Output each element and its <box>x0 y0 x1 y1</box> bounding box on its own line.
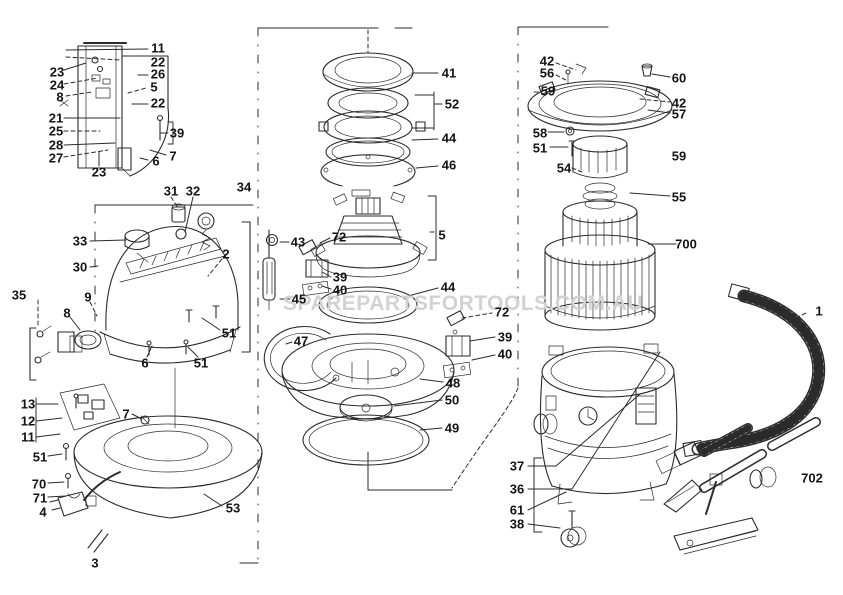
part-label-51: 51 <box>193 355 209 371</box>
part-label-44: 44 <box>441 130 457 146</box>
part-label-22: 22 <box>150 54 166 70</box>
part-label-44: 44 <box>440 279 456 295</box>
part-label-57: 57 <box>671 106 687 122</box>
part-label-9: 9 <box>84 289 92 305</box>
part-label-54: 54 <box>556 160 572 176</box>
part-label-6: 6 <box>141 355 149 371</box>
part-label-42: 42 <box>539 53 555 69</box>
part-label-70: 70 <box>31 476 47 492</box>
part-label-37: 37 <box>509 458 525 474</box>
part-label-32: 32 <box>185 183 201 199</box>
part-label-22: 22 <box>150 95 166 111</box>
part-label-24: 24 <box>49 77 65 93</box>
motor-head-leaders <box>37 196 223 429</box>
part-label-23: 23 <box>91 164 107 180</box>
part-label-5: 5 <box>150 79 158 95</box>
part-label-7: 7 <box>169 148 177 164</box>
part-label-30: 30 <box>72 259 88 275</box>
part-label-59: 59 <box>671 148 687 164</box>
part-label-11: 11 <box>151 40 165 56</box>
part-label-25: 25 <box>48 123 64 139</box>
part-label-33: 33 <box>72 233 88 249</box>
watermark: SPAREPARTSFORTOOLS.COM.AU <box>283 292 644 315</box>
filter-assembly-art <box>544 200 656 331</box>
part-label-38: 38 <box>509 516 525 532</box>
part-label-39: 39 <box>169 125 185 141</box>
part-label-52: 52 <box>444 96 460 112</box>
part-label-55: 55 <box>671 189 687 205</box>
mid-small-parts-art <box>262 229 472 392</box>
part-label-51: 51 <box>221 325 237 341</box>
lid-assembly-art <box>527 63 673 210</box>
part-label-3: 3 <box>91 555 99 571</box>
part-label-46: 46 <box>441 157 457 173</box>
part-label-13: 13 <box>20 396 36 412</box>
part-label-50: 50 <box>444 392 460 408</box>
part-label-43: 43 <box>290 234 306 250</box>
part-label-8: 8 <box>56 89 64 105</box>
base-assembly-leaders <box>35 397 223 507</box>
part-label-49: 49 <box>444 420 460 436</box>
part-label-23: 23 <box>49 64 65 80</box>
part-label-42: 42 <box>671 95 687 111</box>
tank-art <box>533 343 678 548</box>
part-label-51: 51 <box>532 140 548 156</box>
part-label-8: 8 <box>63 305 71 321</box>
part-label-36: 36 <box>509 481 525 497</box>
part-label-40: 40 <box>497 346 513 362</box>
part-label-26: 26 <box>150 66 166 82</box>
part-label-6: 6 <box>152 153 160 169</box>
part-label-5: 5 <box>438 227 446 243</box>
part-label-72: 72 <box>331 229 347 245</box>
part-label-71: 71 <box>32 490 48 506</box>
part-label-60: 60 <box>671 70 687 86</box>
part-label-56: 56 <box>539 65 555 81</box>
mid-housing-art <box>281 333 455 466</box>
part-label-7: 7 <box>122 406 130 422</box>
part-label-59: 59 <box>540 83 556 99</box>
part-label-700: 700 <box>675 236 697 252</box>
part-label-39: 39 <box>332 269 348 285</box>
handle-assembly-art <box>59 42 170 177</box>
section-separators <box>239 26 609 564</box>
accessories-art <box>655 417 821 555</box>
motor-unit-art <box>310 189 428 324</box>
part-label-61: 61 <box>509 502 525 518</box>
part-label-48: 48 <box>445 375 461 391</box>
part-label-39: 39 <box>497 329 513 345</box>
part-label-41: 41 <box>441 65 457 81</box>
part-label-27: 27 <box>48 150 64 166</box>
part-label-34: 34 <box>236 179 252 195</box>
part-label-1: 1 <box>815 303 823 319</box>
part-label-21: 21 <box>48 110 64 126</box>
ring-stack-art <box>318 29 426 187</box>
base-assembly-art <box>49 383 263 553</box>
right-leaders <box>527 62 809 533</box>
handle-assembly-leaders <box>63 48 174 167</box>
part-label-4: 4 <box>39 504 47 520</box>
part-label-45: 45 <box>291 291 307 307</box>
part-label-702: 702 <box>801 470 823 486</box>
part-label-2: 2 <box>222 246 230 262</box>
part-label-11: 11 <box>21 429 35 445</box>
part-label-31: 31 <box>163 183 179 199</box>
motor-head-assembly-art <box>29 203 254 381</box>
mid-leaders <box>279 72 496 491</box>
part-label-35: 35 <box>11 287 27 303</box>
part-label-12: 12 <box>20 413 36 429</box>
part-label-47: 47 <box>293 333 309 349</box>
part-label-53: 53 <box>225 500 241 516</box>
part-label-28: 28 <box>48 137 64 153</box>
part-label-72: 72 <box>494 304 510 320</box>
part-label-51: 51 <box>32 449 48 465</box>
part-label-40: 40 <box>332 282 348 298</box>
part-label-58: 58 <box>532 125 548 141</box>
